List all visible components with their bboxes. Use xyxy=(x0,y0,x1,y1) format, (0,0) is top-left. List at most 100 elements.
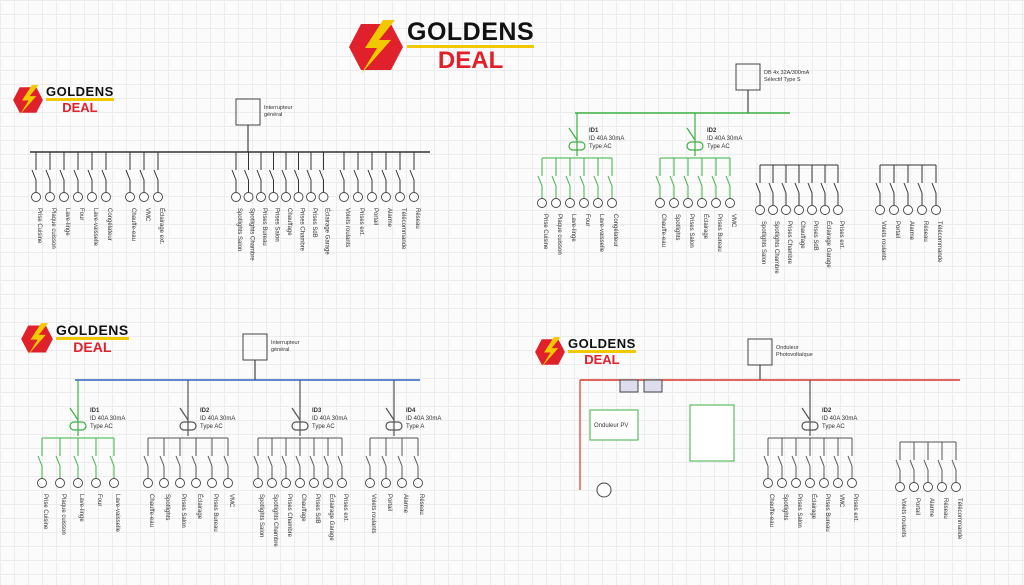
breaker-icon xyxy=(875,182,881,194)
load-icon xyxy=(281,478,291,488)
rcd-toroid-icon xyxy=(69,421,87,431)
rcd-title: ID2 xyxy=(707,128,717,134)
breaker-icon xyxy=(87,169,93,181)
breaker-icon xyxy=(397,455,403,467)
breaker-icon xyxy=(593,175,599,187)
circuit-label: Spotlights xyxy=(674,214,680,240)
circuit-label: Volets roulants xyxy=(370,494,376,533)
load-icon xyxy=(87,192,97,202)
load-icon xyxy=(365,478,375,488)
meter-icon xyxy=(596,482,612,498)
rcd-rating: ID 40A 30mA xyxy=(822,416,857,422)
rcd-switch-icon xyxy=(385,407,395,421)
breaker-icon xyxy=(655,175,661,187)
breaker-icon xyxy=(45,169,51,181)
circuit-label: Prises Salon xyxy=(274,208,280,242)
circuit-label: Prises Salon xyxy=(796,494,802,528)
breaker-icon xyxy=(551,175,557,187)
logo-word-deal: DEAL xyxy=(584,352,620,368)
load-icon xyxy=(909,482,919,492)
breaker-icon xyxy=(565,175,571,187)
breaker-icon xyxy=(781,182,787,194)
load-icon xyxy=(139,192,149,202)
logo-word-deal: DEAL xyxy=(73,339,112,356)
breaker-icon xyxy=(253,455,259,467)
main-switch-label: Photovoltaïque xyxy=(776,352,813,358)
load-icon xyxy=(55,478,65,488)
load-icon xyxy=(697,198,707,208)
rcd-switch-icon xyxy=(686,127,696,141)
circuit-label: Four xyxy=(78,208,84,220)
circuit-label: Spotlights Salon xyxy=(236,208,242,251)
rcd-title: ID2 xyxy=(200,408,210,414)
breaker-icon xyxy=(159,455,165,467)
main-switch-label: général xyxy=(271,347,289,353)
load-icon xyxy=(306,192,316,202)
circuit-label: Chauffe-eau xyxy=(768,494,774,527)
breaker-icon xyxy=(579,175,585,187)
circuit-label: Portail xyxy=(386,494,392,511)
load-icon xyxy=(381,478,391,488)
breaker-icon xyxy=(309,455,315,467)
load-icon xyxy=(339,192,349,202)
load-icon xyxy=(395,192,405,202)
rcd-switch-icon xyxy=(179,407,189,421)
load-icon xyxy=(833,205,843,215)
breaker-icon xyxy=(143,455,149,467)
breaker-icon xyxy=(820,182,826,194)
breaker-icon xyxy=(337,455,343,467)
circuit-label: VMC xyxy=(838,494,844,508)
circuit-label: VMC xyxy=(228,494,234,508)
load-icon xyxy=(309,478,319,488)
load-icon xyxy=(256,192,266,202)
load-icon xyxy=(931,205,941,215)
breaker-icon xyxy=(267,455,273,467)
breaker-icon xyxy=(917,182,923,194)
rcd-toroid-icon xyxy=(179,421,197,431)
breaker-icon xyxy=(395,169,401,181)
rcd-rating: Type A xyxy=(406,424,424,430)
load-icon xyxy=(125,192,135,202)
load-icon xyxy=(293,192,304,202)
breaker-icon xyxy=(125,169,131,181)
breaker-icon xyxy=(281,169,287,181)
load-icon xyxy=(820,205,830,215)
breaker-icon xyxy=(833,182,839,194)
circuit-label: Chauffage xyxy=(300,494,306,522)
breaker-icon xyxy=(833,455,839,467)
solar-panel-icon xyxy=(619,379,639,393)
breaker-icon xyxy=(73,169,79,181)
circuit-label: Réseau xyxy=(922,221,928,242)
inverter-label: Onduleur PV xyxy=(594,423,628,429)
breaker-icon xyxy=(763,455,769,467)
main-switch-icon xyxy=(747,338,773,366)
load-icon xyxy=(295,478,305,488)
circuit-label: Four xyxy=(96,494,102,506)
breaker-icon xyxy=(153,169,159,181)
load-icon xyxy=(889,205,899,215)
load-icon xyxy=(903,205,913,215)
load-icon xyxy=(781,205,791,215)
circuit-label: Portail xyxy=(894,221,900,238)
breaker-icon xyxy=(755,182,761,194)
logo-word-goldens: GOLDENS xyxy=(46,84,114,102)
circuit-label: Prises ext. xyxy=(358,208,364,236)
load-icon xyxy=(281,192,291,202)
circuit-label: Portail xyxy=(372,208,378,225)
inverter-icon xyxy=(589,409,639,441)
load-icon xyxy=(923,482,933,492)
breaker-icon xyxy=(223,455,229,467)
load-icon xyxy=(551,198,561,208)
load-icon xyxy=(367,192,377,202)
load-icon xyxy=(143,478,153,488)
rcd-rating: ID 40A 30mA xyxy=(589,136,624,142)
main-switch-label: Interrupteur xyxy=(271,340,300,346)
rcd-title: ID1 xyxy=(90,408,100,414)
main-switch-label: général xyxy=(264,112,282,118)
circuit-label: Prises Bureau xyxy=(212,494,218,532)
breaker-icon xyxy=(323,455,329,467)
